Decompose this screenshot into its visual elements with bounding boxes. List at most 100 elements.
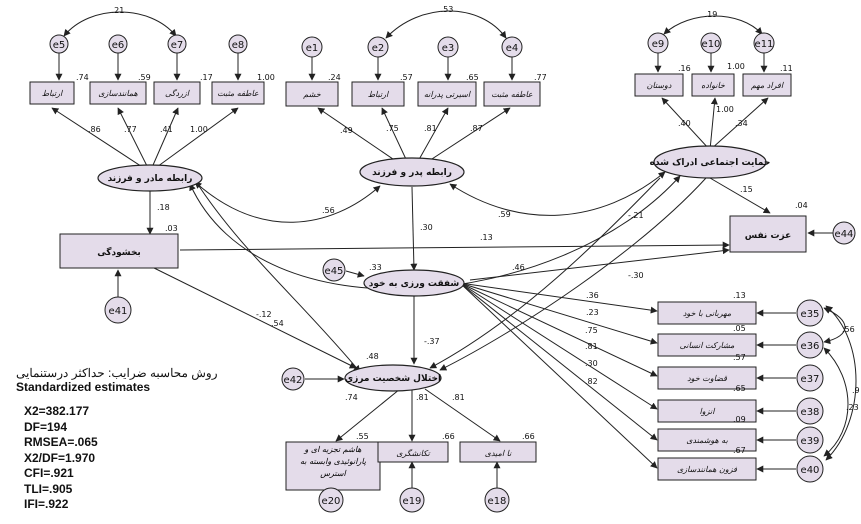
coef-forg-bpd: -.12 bbox=[256, 310, 272, 319]
coef-c-load-1: .36 bbox=[586, 291, 599, 300]
error-e39: e39 bbox=[801, 436, 820, 447]
coef-m-load-3: .41 bbox=[160, 125, 173, 134]
box-f-i1: خشم bbox=[303, 90, 320, 99]
error-e10: e10 bbox=[702, 39, 721, 50]
coef-c-load-5: .30 bbox=[585, 359, 598, 368]
box-b-i2: تکانشگری bbox=[396, 448, 430, 458]
coef-m-forg: .18 bbox=[157, 203, 170, 212]
box-s-i3: افراد مهم bbox=[751, 81, 784, 90]
coef-comp-se: .46 bbox=[512, 263, 525, 272]
coef-c-r2-3: .57 bbox=[733, 353, 746, 362]
latent-bpd: اختلال شخصیت مرزی bbox=[345, 374, 441, 384]
coef-c-load-3: .75 bbox=[585, 326, 598, 335]
coef-b-load-2: .81 bbox=[416, 393, 429, 402]
coef-c-r2-4: .65 bbox=[733, 384, 746, 393]
method-note: روش محاسبه ضرایب: حداکثر درستنمایی bbox=[16, 366, 218, 380]
error-e35: e35 bbox=[801, 309, 820, 320]
box-c-i4: انزوا bbox=[700, 407, 716, 416]
error-e2: e2 bbox=[372, 43, 385, 54]
error-e8: e8 bbox=[232, 40, 245, 51]
coef-m-load-2: .77 bbox=[124, 125, 137, 134]
coef-fs-cov: .59 bbox=[498, 210, 511, 219]
box-m-i4: عاطفه مثبت bbox=[217, 89, 259, 98]
coef-m-r2-2: .59 bbox=[138, 73, 151, 82]
fit-stat-df: DF=194 bbox=[24, 419, 68, 434]
error-e37: e37 bbox=[801, 374, 820, 385]
fit-statistics-panel: روش محاسبه ضرایب: حداکثر درستنمایی Stand… bbox=[16, 366, 256, 513]
fit-stat-x2: X2=382.177 bbox=[24, 404, 90, 418]
box-m-i3: ازردگی bbox=[165, 88, 190, 98]
error-e7: e7 bbox=[171, 40, 184, 51]
error-e38: e38 bbox=[801, 407, 820, 418]
coef-f-load-4: .87 bbox=[470, 124, 483, 133]
coef-se-r2: .04 bbox=[795, 201, 808, 210]
box-c-i1: مهربانی با خود bbox=[683, 309, 732, 318]
coef-m-r2-4: 1.00 bbox=[257, 73, 275, 82]
coef-f-r2-1: .24 bbox=[328, 73, 341, 82]
coef-f-cov: .53 bbox=[441, 5, 454, 14]
coef-m-bpd: .54 bbox=[271, 319, 284, 328]
coef-s-r2-3: .11 bbox=[780, 64, 793, 73]
box-c-i6: فزون همانندسازی bbox=[677, 465, 737, 474]
error-e36: e36 bbox=[801, 341, 820, 352]
coef-f-r2-3: .65 bbox=[466, 73, 479, 82]
coef-c-cov-3: .23 bbox=[846, 403, 859, 412]
coef-f-load-3: .81 bbox=[424, 124, 437, 133]
error-e11: e11 bbox=[755, 39, 774, 50]
coef-b-r2-1: .55 bbox=[356, 432, 369, 441]
coef-c-cov-2: .9 bbox=[852, 386, 860, 395]
box-f-i2: ارتباط bbox=[368, 90, 389, 99]
coef-m-load-1: .86 bbox=[88, 125, 101, 134]
error-e3: e3 bbox=[442, 43, 455, 54]
coef-bpd-r2: .48 bbox=[366, 352, 379, 361]
box-s-i1: دوستان bbox=[647, 81, 672, 90]
coef-f-load-2: .75 bbox=[386, 124, 399, 133]
error-e4: e4 bbox=[506, 43, 519, 54]
coef-comp-r2: .33 bbox=[369, 263, 382, 272]
error-e6: e6 bbox=[112, 40, 125, 51]
error-e40: e40 bbox=[801, 465, 820, 476]
box-self-esteem: عزت نفس bbox=[745, 231, 792, 241]
coef-c-load-2: .23 bbox=[586, 308, 599, 317]
coef-m-r2-3: .17 bbox=[200, 73, 213, 82]
coef-s-load-2: 1.00 bbox=[716, 105, 734, 114]
box-c-i2: مشارکت انسانی bbox=[680, 341, 736, 350]
coef-f-load-1: .49 bbox=[340, 126, 353, 135]
estimates-label: Standardized estimates bbox=[16, 380, 151, 394]
coef-supp-comp: -.21 bbox=[628, 211, 644, 220]
coef-c-load-4: .81 bbox=[585, 342, 598, 351]
box-c-i3: قضاوت خود bbox=[687, 374, 728, 383]
error-e5: e5 bbox=[53, 40, 66, 51]
error-e41: e41 bbox=[109, 306, 128, 317]
fit-stat-rmsea: RMSEA=.065 bbox=[24, 435, 98, 449]
coef-b-r2-3: .66 bbox=[522, 432, 535, 441]
coef-mf-cov: .56 bbox=[322, 206, 335, 215]
error-e9: e9 bbox=[652, 39, 665, 50]
coef-m-r2-1: .74 bbox=[76, 73, 89, 82]
box-forgiveness: بخشودگی bbox=[97, 246, 141, 258]
coef-s-load-1: .40 bbox=[678, 119, 691, 128]
coef-forg-se: .13 bbox=[480, 233, 493, 242]
coef-m-load-4: 1.00 bbox=[190, 125, 208, 134]
box-c-i5: به هوشمندی bbox=[686, 436, 728, 445]
coef-s-r2-2: 1.00 bbox=[727, 62, 745, 71]
coef-c-r2-2: .05 bbox=[733, 324, 746, 333]
fit-stat-x2df: X2/DF=1.970 bbox=[24, 450, 96, 465]
box-f-i3: اسیرتی پدرانه bbox=[424, 90, 471, 99]
box-b-i1: هاشم تجزیه ای و پارانوئیدی وابسته به است… bbox=[300, 445, 366, 478]
coef-f-comp: .30 bbox=[420, 223, 433, 232]
error-e45: e45 bbox=[325, 266, 344, 277]
box-m-i1: ارتباط bbox=[42, 89, 63, 98]
indicator-boxes: ارتباط همانندسازی ازردگی عاطفه مثبت خشم … bbox=[29, 73, 807, 491]
coef-s-r2-1: .16 bbox=[678, 64, 691, 73]
latent-mother: رابطه مادر و فرزند bbox=[108, 174, 193, 184]
error-terms: e5 e6 e7 e8 e1 e2 e3 e4 e9 e10 e11 e44 e… bbox=[49, 32, 856, 513]
error-e19: e19 bbox=[403, 496, 422, 507]
error-e20: e20 bbox=[322, 496, 341, 507]
error-e18: e18 bbox=[488, 496, 507, 507]
box-b-i3: نا امیدی bbox=[485, 449, 512, 458]
fit-stat-ifi: IFI=.922 bbox=[24, 497, 69, 511]
latent-support: حمایت اجتماعی ادراک شده bbox=[650, 158, 771, 168]
coef-forg-r2: .03 bbox=[165, 224, 178, 233]
